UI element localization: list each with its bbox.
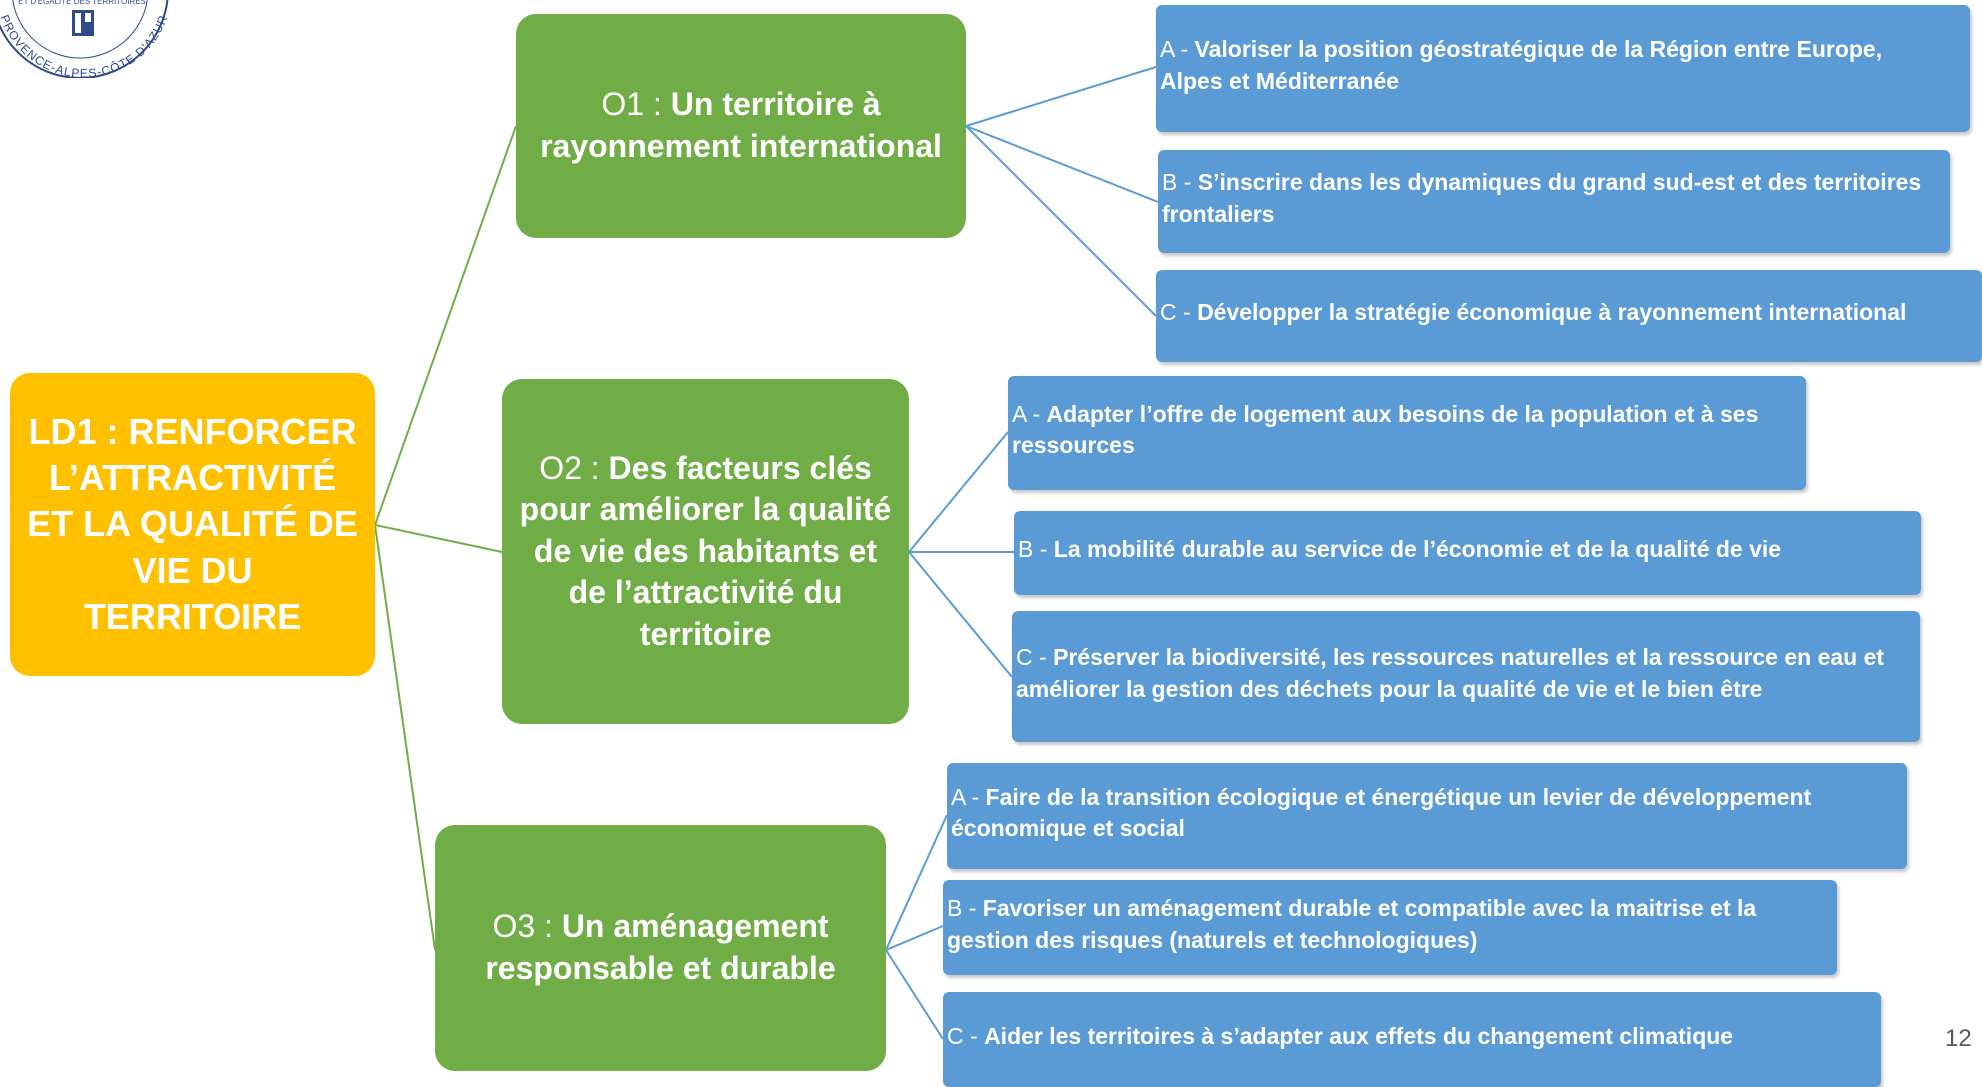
- action-o3-a-prefix: A -: [951, 783, 986, 810]
- action-o3-a: A - Faire de la transition écologique et…: [947, 763, 1907, 869]
- connector-o1-c: [965, 125, 1157, 317]
- action-o1-c-text: Développer la stratégie économique à ray…: [1197, 299, 1907, 326]
- action-o3-c-text: Aider les territoires à s’adapter aux ef…: [984, 1022, 1734, 1049]
- action-o2-a: A - Adapter l’offre de logement aux beso…: [1008, 376, 1806, 490]
- objective-o1-node: O1 : Un territoire à rayonnement interna…: [516, 14, 966, 238]
- action-o2-b: B - La mobilité durable au service de l’…: [1014, 511, 1921, 595]
- action-o1-b: B - S’inscrire dans les dynamiques du gr…: [1158, 150, 1950, 253]
- action-o2-c: C - Préserver la biodiversité, les resso…: [1012, 611, 1920, 742]
- page-number: 12: [1945, 1025, 1972, 1052]
- action-o1-b-text: S’inscrire dans les dynamiques du grand …: [1162, 169, 1922, 227]
- action-o2-a-text: Adapter l’offre de logement aux besoins …: [1012, 400, 1759, 458]
- connector-ld1-o2: [374, 524, 503, 553]
- region-seal-logo: ET D'ÉGALITÉ DES TERRITOIRES PROVENCE-AL…: [0, 0, 170, 78]
- connector-ld1-o3: [374, 524, 436, 951]
- connector-ld1-o1: [374, 125, 517, 526]
- action-o3-b: B - Favoriser un aménagement durable et …: [943, 880, 1837, 975]
- action-o2-a-prefix: A -: [1012, 400, 1047, 427]
- objective-o1-prefix: O1 :: [601, 86, 671, 123]
- objective-o2-node: O2 : Des facteurs clés pour améliorer la…: [502, 379, 909, 724]
- connector-o3-a: [885, 814, 948, 951]
- action-o2-c-text: Préserver la biodiversité, les ressource…: [1016, 644, 1885, 702]
- objective-o3-title: Un aménagement responsable et durable: [485, 908, 836, 986]
- action-o3-b-text: Favoriser un aménagement durable et comp…: [947, 895, 1757, 953]
- ld1-root-node: LD1 : RENFORCER L’ATTRACTIVITÉ ET LA QUA…: [10, 373, 375, 676]
- action-o1-c-prefix: C -: [1160, 299, 1198, 326]
- connector-o3-c: [885, 949, 944, 1040]
- action-o1-a-text: Valoriser la position géostratégique de …: [1160, 36, 1883, 94]
- action-o3-c-prefix: C -: [947, 1022, 985, 1049]
- objective-o3-prefix: O3 :: [492, 908, 562, 945]
- objective-o1-title: Un territoire à rayonnement internationa…: [540, 86, 942, 164]
- action-o1-b-prefix: B -: [1162, 169, 1198, 196]
- action-o3-a-text: Faire de la transition écologique et éne…: [951, 783, 1812, 841]
- action-o1-c: C - Développer la stratégie économique à…: [1156, 270, 1982, 362]
- objective-o2-prefix: O2 :: [539, 449, 609, 486]
- action-o1-a: A - Valoriser la position géostratégique…: [1156, 5, 1970, 132]
- svg-text:ET D'ÉGALITÉ DES TERRITOIRES: ET D'ÉGALITÉ DES TERRITOIRES: [18, 0, 146, 6]
- action-o3-b-prefix: B -: [947, 895, 983, 922]
- connector-o2-a: [908, 431, 1009, 553]
- objective-o3-node: O3 : Un aménagement responsable et durab…: [435, 825, 886, 1071]
- ld1-root-label: LD1 : RENFORCER L’ATTRACTIVITÉ ET LA QUA…: [27, 411, 358, 637]
- action-o2-b-prefix: B -: [1018, 536, 1054, 563]
- connector-o3-b: [885, 925, 944, 951]
- action-o1-a-prefix: A -: [1160, 36, 1195, 63]
- connector-o1-a: [965, 66, 1157, 127]
- action-o2-b-text: La mobilité durable au service de l’écon…: [1053, 536, 1782, 563]
- action-o2-c-prefix: C -: [1016, 644, 1054, 671]
- objective-o2-title: Des facteurs clés pour améliorer la qual…: [519, 449, 892, 652]
- action-o3-c: C - Aider les territoires à s’adapter au…: [943, 992, 1881, 1087]
- connector-o2-c: [908, 551, 1013, 678]
- connector-o1-b: [965, 125, 1159, 203]
